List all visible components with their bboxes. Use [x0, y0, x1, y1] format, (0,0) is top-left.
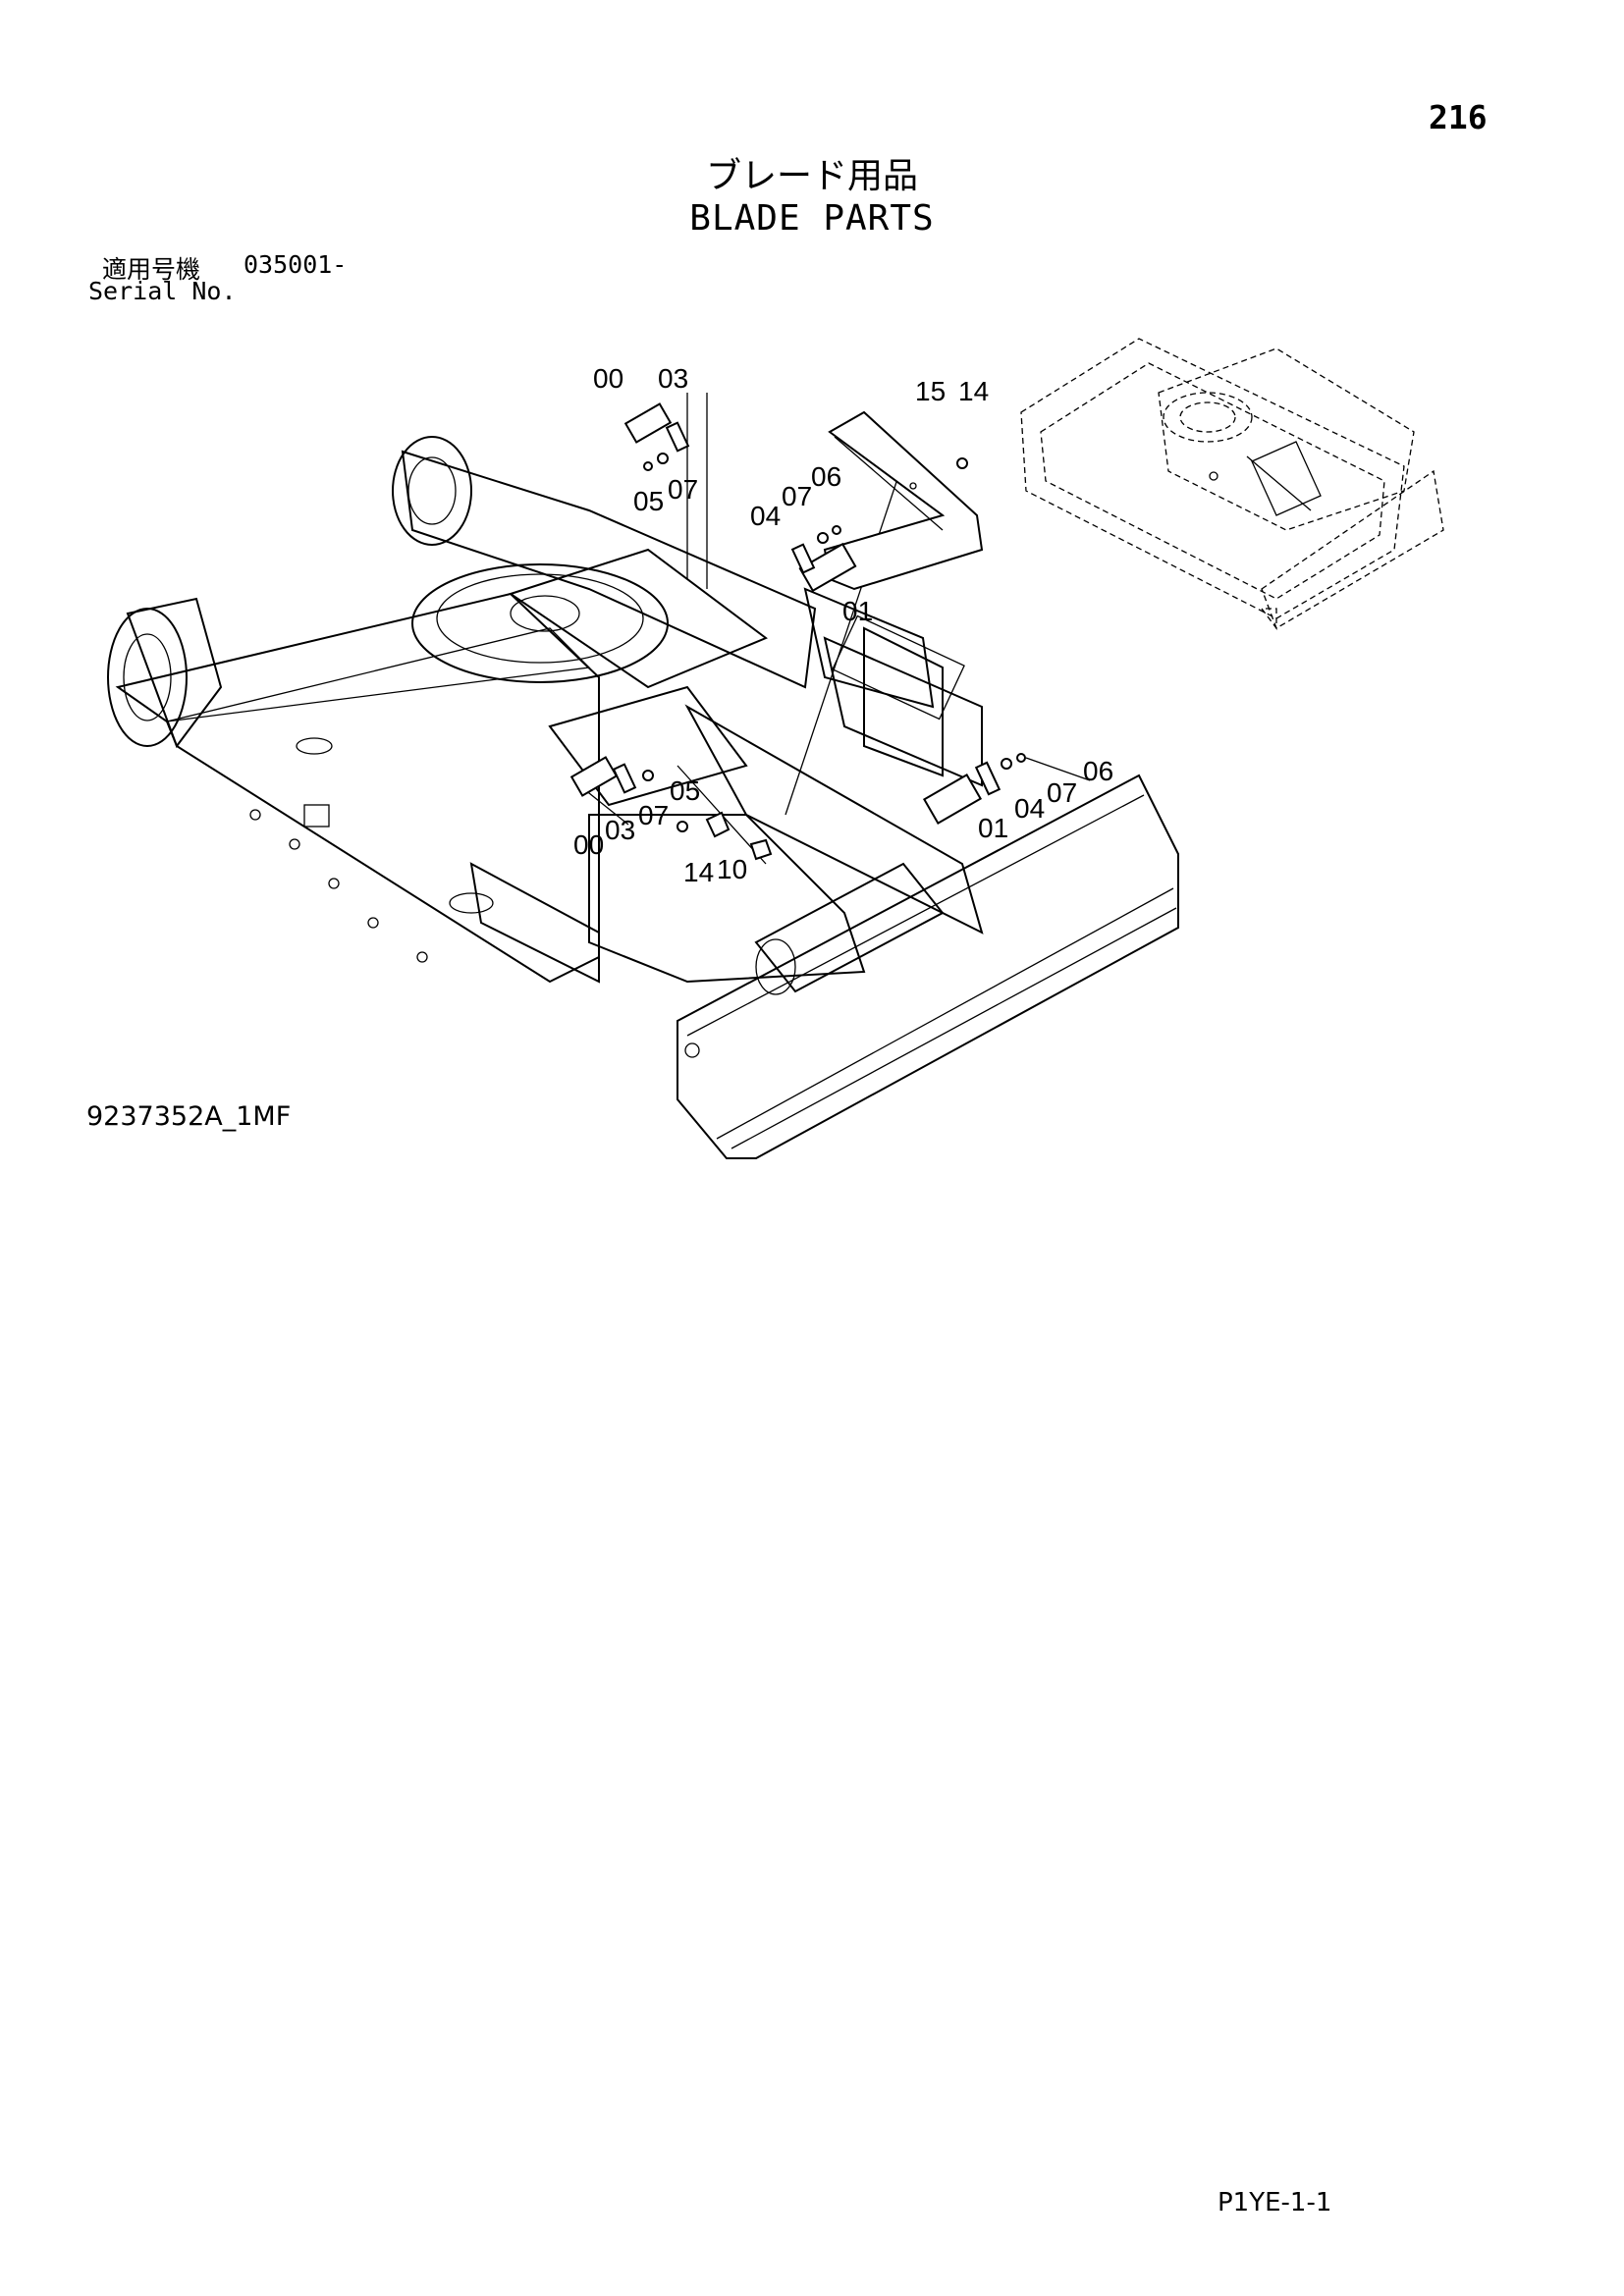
right-pin-group: [922, 753, 1091, 825]
serial-label-english: Serial No.: [88, 277, 237, 305]
callout-top-15: 15: [915, 376, 946, 406]
callout-right-07: 07: [1047, 777, 1077, 808]
callout-right-04: 04: [1014, 793, 1045, 824]
callout-low-07: 07: [638, 800, 669, 830]
page-title-japanese: ブレード用品: [705, 156, 918, 196]
callout-low-14: 14: [683, 857, 714, 887]
upper-pin-group: [623, 402, 984, 593]
callout-top-03: 03: [658, 363, 688, 394]
serial-label-japanese: 適用号機: [102, 255, 201, 284]
callout-top-14: 14: [958, 376, 989, 406]
drawing-number: 9237352A_1MF: [86, 1101, 292, 1132]
undercarriage-frame-drawing: [107, 436, 1179, 1159]
callout-top-05: 05: [633, 486, 664, 516]
inset-overview-drawing: [1020, 338, 1444, 630]
callout-mid-01: 01: [842, 596, 873, 626]
serial-number-range: 035001-: [244, 250, 348, 279]
callout-right-01: 01: [978, 813, 1008, 843]
callout-low-03: 03: [605, 815, 635, 845]
lower-pin-group: [569, 756, 773, 861]
page-number: 216: [1429, 98, 1488, 136]
callout-right-06: 06: [1083, 756, 1113, 786]
callout-mid-04: 04: [750, 501, 781, 531]
callout-top-00: 00: [593, 363, 623, 394]
callout-labels: 00 03 05 07 15 14 04 07 06 01 06 07 04 0…: [573, 363, 1113, 887]
callout-mid-06: 06: [811, 461, 841, 492]
callout-top-07: 07: [668, 474, 698, 505]
callout-low-10: 10: [717, 854, 747, 884]
callout-low-00: 00: [573, 829, 604, 860]
page-code: P1YE-1-1: [1218, 2188, 1332, 2217]
page-title-english: BLADE PARTS: [689, 198, 935, 239]
leader-lines: [578, 393, 904, 865]
callout-mid-07: 07: [782, 481, 812, 511]
callout-low-05: 05: [670, 775, 700, 806]
